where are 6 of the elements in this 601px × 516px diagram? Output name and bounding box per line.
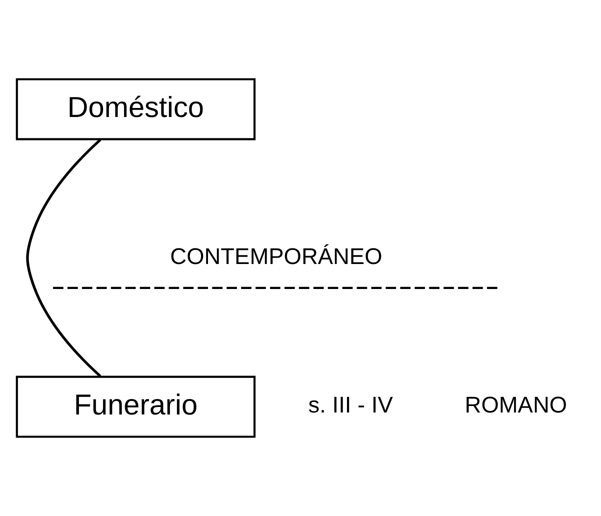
- node-box: Doméstico: [16, 78, 256, 140]
- label: s. III - IV: [308, 392, 393, 418]
- label: ROMANO: [464, 392, 568, 418]
- connector: [26, 138, 102, 378]
- label: CONTEMPORÁNEO: [170, 242, 382, 269]
- node-box: Funerario: [16, 376, 256, 438]
